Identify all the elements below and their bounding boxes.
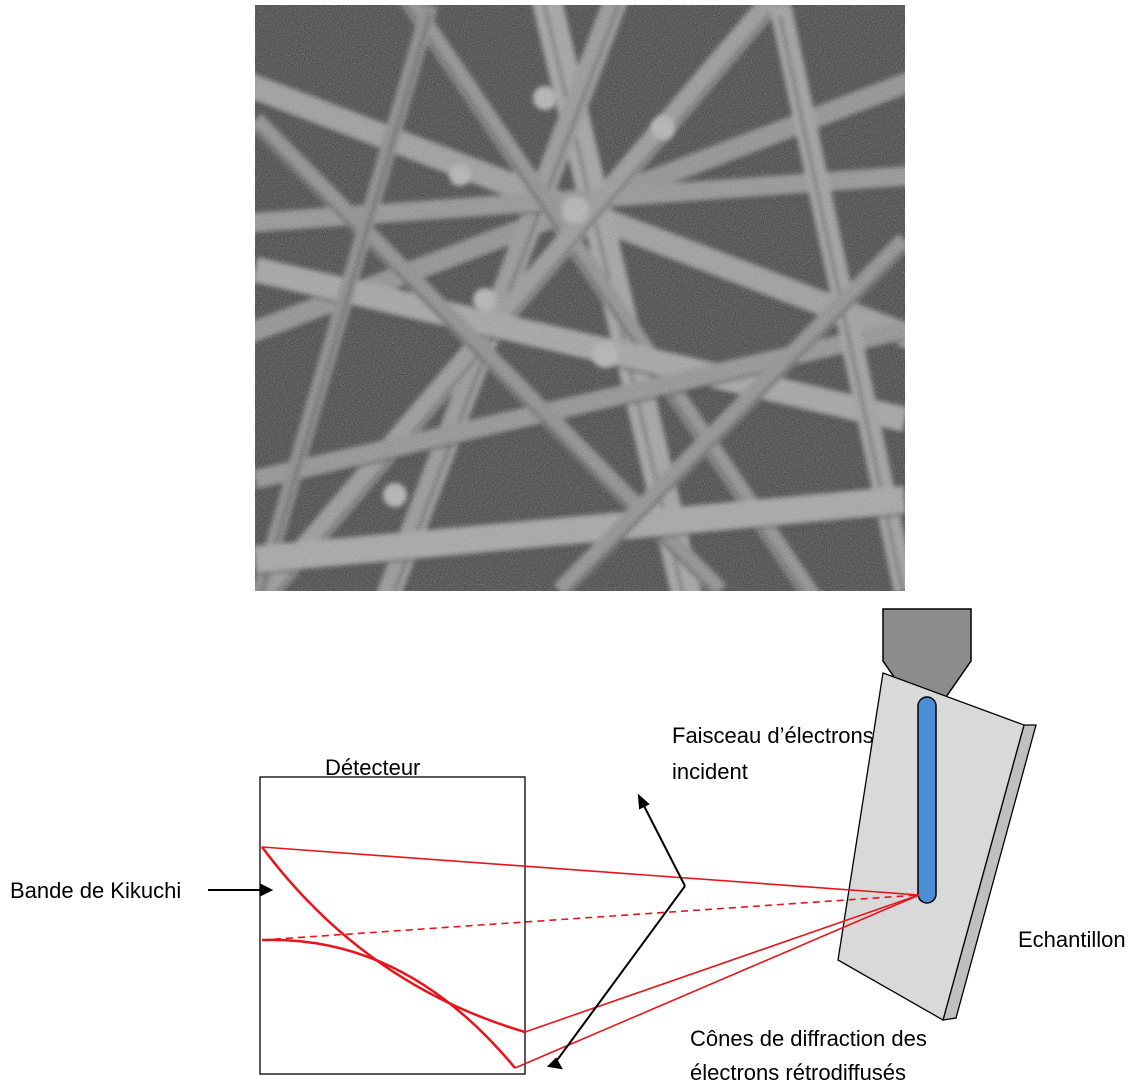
- cones-label-line-1: Cônes de diffraction des: [690, 1026, 927, 1051]
- diffraction-cone-lines: [261, 846, 920, 1069]
- zone-axis-pole-8: [458, 598, 482, 622]
- beam-label-line-1: Faisceau d’électrons: [672, 723, 874, 748]
- beam-label-line-2: incident: [672, 759, 748, 784]
- arrows: [208, 793, 686, 1070]
- detector-screen: [259, 776, 526, 1075]
- incident-beam: [917, 696, 937, 904]
- kikuchi-pattern-image: [255, 5, 905, 622]
- kikuchi-band-label: Bande de Kikuchi: [10, 878, 181, 903]
- kikuchi-band-curves: [260, 846, 526, 1069]
- sample-label: Echantillon: [1018, 927, 1126, 952]
- cones-label-line-2: électrons rétrodiffusés: [690, 1060, 906, 1085]
- detector-label: Détecteur: [325, 755, 420, 780]
